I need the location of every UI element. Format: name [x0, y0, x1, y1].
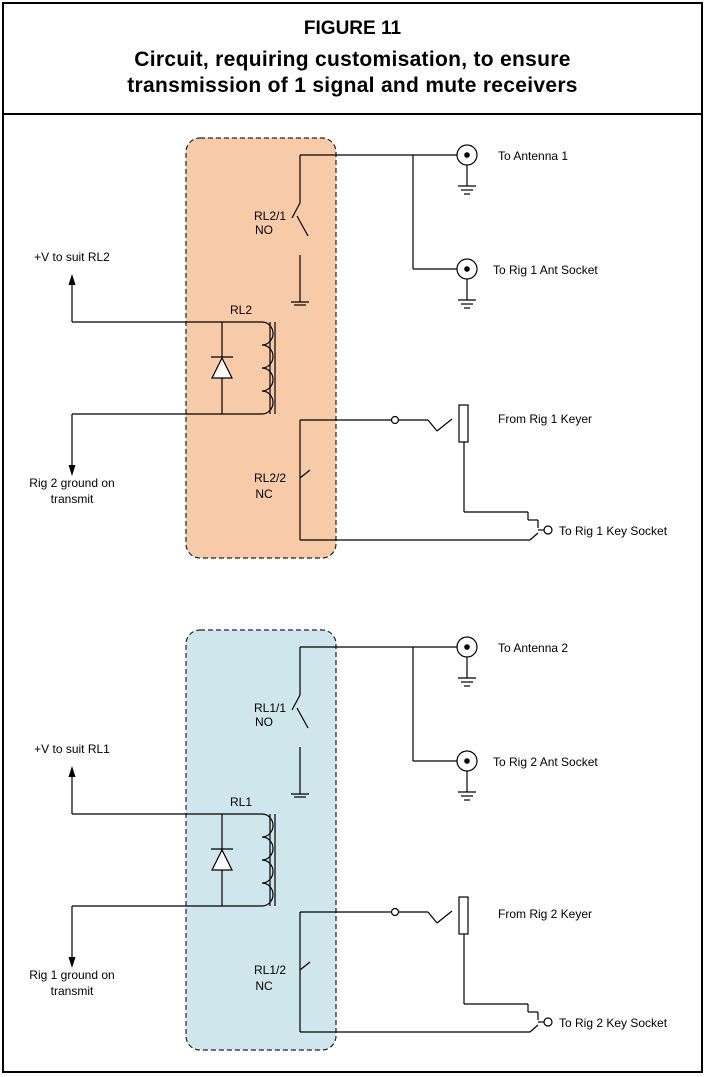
- upper-contact1-label: RL2/1: [254, 209, 286, 223]
- figure-title-line-2: transmission of 1 signal and mute receiv…: [127, 74, 578, 97]
- upper-ground-label-2: transmit: [51, 492, 94, 506]
- upper-keyer-label: From Rig 1 Keyer: [498, 412, 592, 426]
- lower-contact2-type: NC: [255, 979, 273, 993]
- lower-contact2-label: RL1/2: [254, 963, 286, 977]
- lower-keyer-label: From Rig 2 Keyer: [498, 907, 592, 921]
- figure-header: FIGURE 11 Circuit, requiring customisati…: [4, 4, 701, 115]
- upper-contact2-label: RL2/2: [254, 471, 286, 485]
- upper-contact1-type: NO: [255, 223, 273, 237]
- figure-number: FIGURE 11: [303, 18, 402, 39]
- lower-relay-circuit: RL1/1 NO RL1 RL1/2 NC +V to suit RL1 Rig…: [29, 629, 668, 1051]
- upper-ground-label: Rig 2 ground on: [29, 476, 114, 490]
- upper-antenna-label: To Antenna 1: [498, 149, 568, 163]
- lower-supply-label: +V to suit RL1: [34, 742, 110, 756]
- upper-key-socket-label: To Rig 1 Key Socket: [559, 524, 668, 538]
- lower-contact1-label: RL1/1: [254, 701, 286, 715]
- upper-rig-ant-label: To Rig 1 Ant Socket: [493, 263, 598, 277]
- lower-contact1-type: NO: [255, 715, 273, 729]
- lower-coil-label: RL1: [230, 795, 252, 809]
- figure-title-line-1: Circuit, requiring customisation, to ens…: [134, 48, 571, 71]
- lower-relay-box: [185, 629, 337, 1051]
- upper-coil-label: RL2: [230, 303, 252, 317]
- lower-ground-label: Rig 1 ground on: [29, 968, 114, 982]
- lower-key-socket-label: To Rig 2 Key Socket: [559, 1016, 668, 1030]
- lower-antenna-label: To Antenna 2: [498, 641, 568, 655]
- upper-contact2-type: NC: [255, 487, 273, 501]
- upper-relay-box: [185, 137, 337, 559]
- upper-relay-circuit: RL2/1 NO RL2 RL2/2 NC +V to suit RL2 Rig…: [29, 137, 668, 559]
- upper-supply-label: +V to suit RL2: [34, 250, 110, 264]
- lower-rig-ant-label: To Rig 2 Ant Socket: [493, 755, 598, 769]
- lower-ground-label-2: transmit: [51, 984, 94, 998]
